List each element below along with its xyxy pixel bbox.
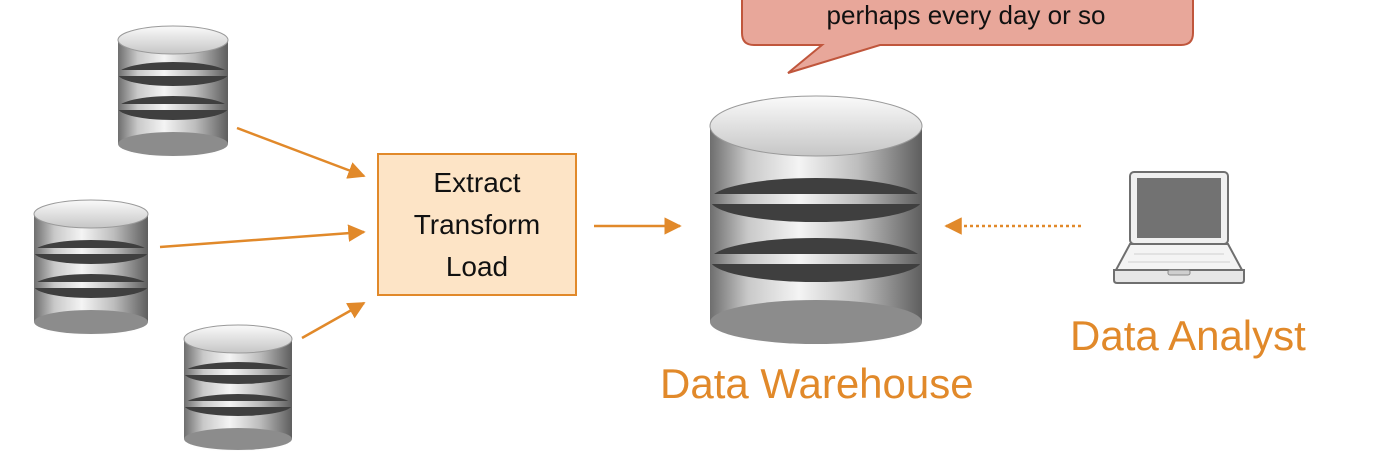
etl-transform-label: Transform (413, 208, 541, 240)
arrow-source2-to-etl (159, 224, 366, 249)
etl-box: Extract Transform Load (377, 153, 577, 296)
source-database-1 (117, 25, 229, 158)
laptop-icon (1113, 171, 1245, 284)
etl-extract-label: Extract (433, 166, 521, 198)
callout-text: perhaps every day or so (826, 0, 1106, 30)
source-database-2 (33, 199, 149, 336)
arrow-source1-to-etl (236, 126, 366, 179)
speech-callout (741, 0, 1194, 74)
warehouse-database-icon (706, 95, 926, 346)
data-analyst-label: Data Analyst (1070, 312, 1306, 359)
arrow-source3-to-etl (301, 301, 366, 340)
source-database-3 (183, 324, 293, 452)
etl-load-label: Load (445, 250, 509, 282)
data-warehouse-label: Data Warehouse (660, 360, 974, 407)
